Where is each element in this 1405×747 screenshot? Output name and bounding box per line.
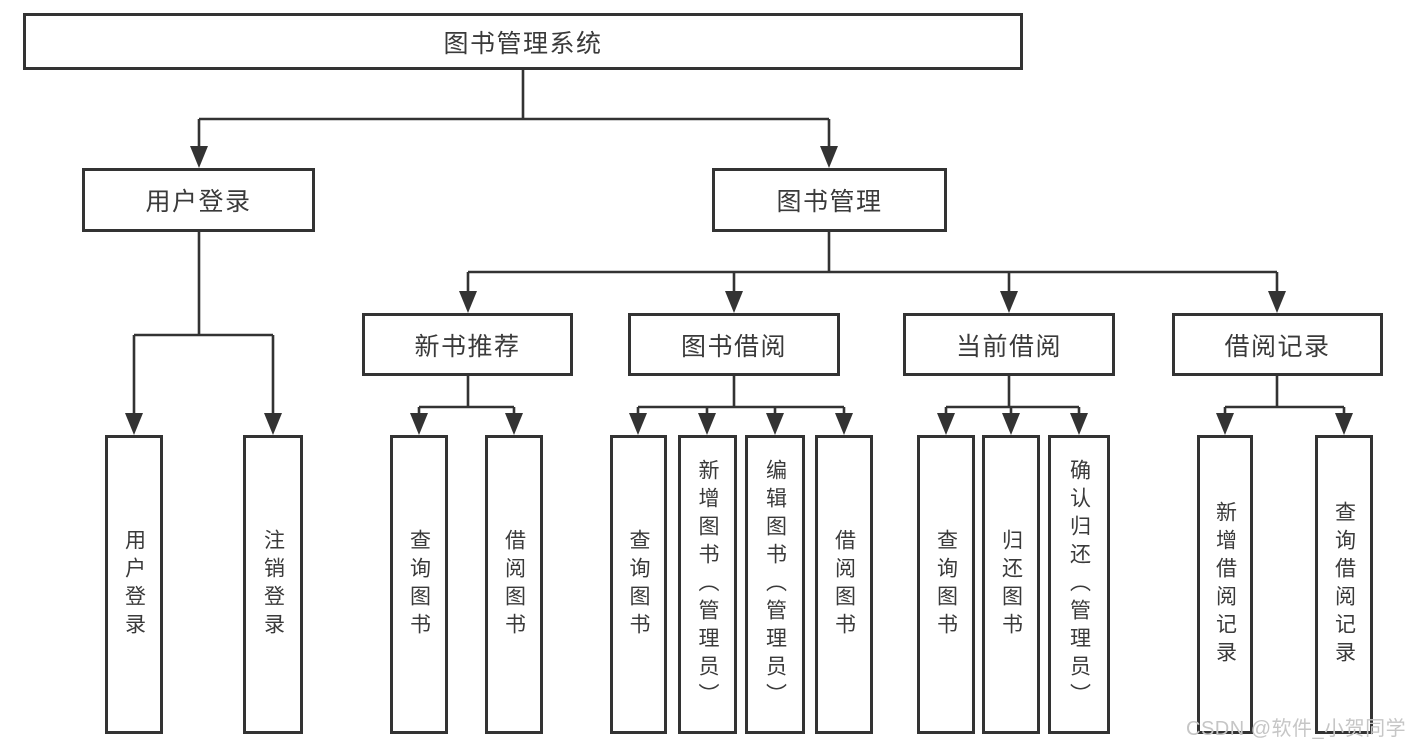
leaf-confirm-return-admin-label: 确认归还（管理员）: [1067, 458, 1091, 711]
leaf-recommend-search-books: 查询图书: [390, 435, 448, 734]
leaf-confirm-return-admin: 确认归还（管理员）: [1048, 435, 1110, 734]
node-system-root: 图书管理系统: [23, 13, 1023, 70]
leaf-add-borrow-record-label: 新增借阅记录: [1213, 500, 1237, 669]
leaf-edit-books-admin-label: 编辑图书（管理员）: [763, 458, 787, 711]
node-book-management: 图书管理: [712, 168, 947, 232]
leaf-borrowing-borrow-books-label: 借阅图书: [832, 528, 856, 641]
leaf-borrowing-search-books: 查询图书: [610, 435, 667, 734]
leaf-current-search-books: 查询图书: [917, 435, 975, 734]
leaf-add-borrow-record: 新增借阅记录: [1197, 435, 1253, 734]
node-new-book-recommend: 新书推荐: [362, 313, 573, 376]
leaf-current-search-books-label: 查询图书: [934, 528, 958, 641]
node-borrowing-records: 借阅记录: [1172, 313, 1383, 376]
connector-current-borrowing-to-leaves: [937, 376, 1088, 435]
node-book-borrowing: 图书借阅: [628, 313, 840, 376]
leaf-logout-label: 注销登录: [261, 528, 285, 641]
connector-book-management-to-level2: [459, 232, 1286, 313]
leaf-borrowing-borrow-books: 借阅图书: [815, 435, 873, 734]
leaf-user-login: 用户登录: [105, 435, 163, 734]
leaf-return-books: 归还图书: [982, 435, 1040, 734]
leaf-user-login-label: 用户登录: [122, 528, 146, 641]
leaf-recommend-borrow-books: 借阅图书: [485, 435, 543, 734]
leaf-recommend-search-books-label: 查询图书: [407, 528, 431, 641]
leaf-add-books-admin-label: 新增图书（管理员）: [696, 458, 719, 711]
leaf-return-books-label: 归还图书: [999, 528, 1023, 641]
node-current-borrowing: 当前借阅: [903, 313, 1115, 376]
leaf-search-borrow-record: 查询借阅记录: [1315, 435, 1373, 734]
connector-new-book-recommend-to-leaves: [410, 376, 523, 435]
connector-book-borrowing-to-leaves: [629, 376, 853, 435]
node-user-login: 用户登录: [82, 168, 315, 232]
leaf-borrowing-search-books-label: 查询图书: [627, 528, 650, 641]
leaf-add-books-admin: 新增图书（管理员）: [678, 435, 737, 734]
leaf-recommend-borrow-books-label: 借阅图书: [502, 528, 526, 641]
leaf-edit-books-admin: 编辑图书（管理员）: [745, 435, 805, 734]
leaf-search-borrow-record-label: 查询借阅记录: [1332, 500, 1356, 669]
connector-borrowing-records-to-leaves: [1216, 376, 1353, 435]
leaf-logout: 注销登录: [243, 435, 303, 734]
watermark: CSDN @软件_小贺同学: [1186, 718, 1405, 740]
connector-user-login-to-leaves: [125, 232, 282, 435]
connector-root-to-level1: [190, 70, 838, 168]
